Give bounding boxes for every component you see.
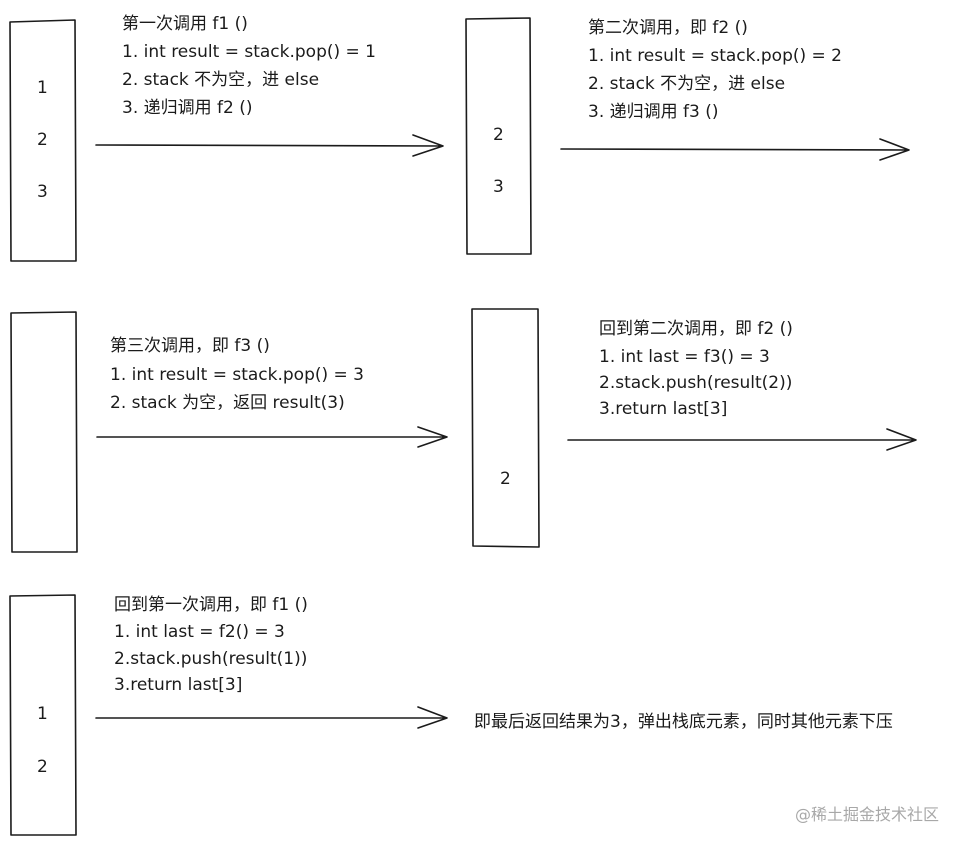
stack-box-1 xyxy=(9,19,77,262)
stack-5-item-2: 2 xyxy=(37,757,48,777)
step-5-line-2: 2.stack.push(result(1)) xyxy=(114,649,308,669)
step-3-title: 第三次调用，即 f3 () xyxy=(110,336,270,356)
conclusion-text: 即最后返回结果为3，弹出栈底元素，同时其他元素下压 xyxy=(474,712,893,732)
step-1-title: 第一次调用 f1 () xyxy=(122,14,248,34)
step-4-title: 回到第二次调用，即 f2 () xyxy=(599,319,793,339)
step-3-line-1: 1. int result = stack.pop() = 3 xyxy=(110,365,364,385)
stack-2-item-2: 3 xyxy=(493,177,504,197)
stack-box-2 xyxy=(465,17,532,255)
stack-4-item-1: 2 xyxy=(500,469,511,489)
stack-5-item-1: 1 xyxy=(37,704,48,724)
step-5-line-3: 3.return last[3] xyxy=(114,675,243,695)
stack-2-item-1: 2 xyxy=(493,125,504,145)
stack-1-item-1: 1 xyxy=(37,78,48,98)
arrow-3 xyxy=(96,426,448,448)
step-5-title: 回到第一次调用，即 f1 () xyxy=(114,595,308,615)
step-2-line-3: 3. 递归调用 f3 () xyxy=(588,102,719,122)
stack-box-3 xyxy=(10,311,78,553)
arrow-1 xyxy=(95,134,444,157)
arrow-2 xyxy=(560,138,910,161)
step-5-line-1: 1. int last = f2() = 3 xyxy=(114,622,285,642)
step-3-line-2: 2. stack 为空，返回 result(3) xyxy=(110,393,345,413)
stack-1-item-2: 2 xyxy=(37,130,48,150)
step-4-line-3: 3.return last[3] xyxy=(599,399,728,419)
step-4-line-2: 2.stack.push(result(2)) xyxy=(599,373,793,393)
watermark-text: @稀土掘金技术社区 xyxy=(795,805,940,824)
stack-box-4 xyxy=(471,308,540,548)
step-2-line-1: 1. int result = stack.pop() = 2 xyxy=(588,46,842,66)
stack-1-item-3: 3 xyxy=(37,182,48,202)
step-1-line-1: 1. int result = stack.pop() = 1 xyxy=(122,42,376,62)
arrow-4 xyxy=(567,428,917,451)
step-2-line-2: 2. stack 不为空，进 else xyxy=(588,74,786,94)
step-1-line-3: 3. 递归调用 f2 () xyxy=(122,98,253,118)
stack-box-5 xyxy=(9,594,77,836)
arrow-5 xyxy=(95,706,448,729)
step-4-line-1: 1. int last = f3() = 3 xyxy=(599,347,770,367)
step-1-line-2: 2. stack 不为空，进 else xyxy=(122,70,320,90)
step-2-title: 第二次调用，即 f2 () xyxy=(588,18,748,38)
